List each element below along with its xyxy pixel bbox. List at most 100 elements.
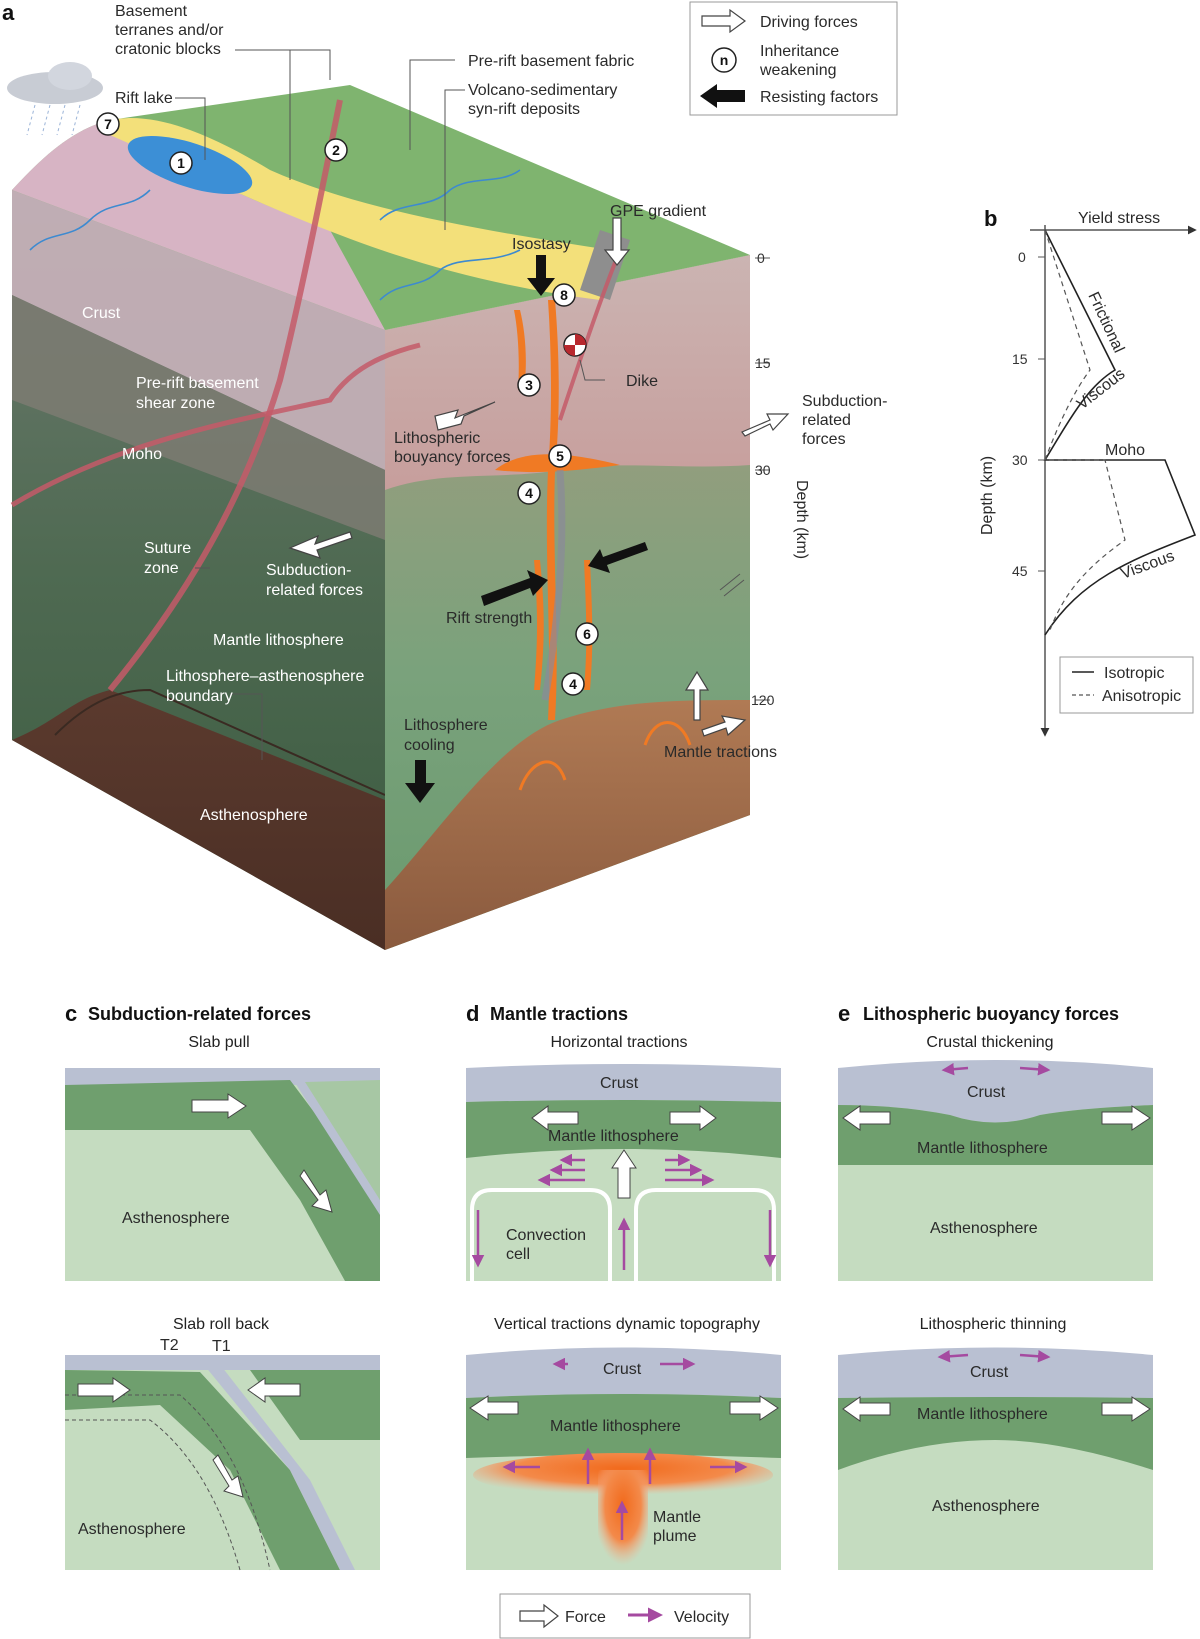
panel-c-title: Subduction-related forces: [88, 1004, 311, 1024]
marker-5: 5: [548, 444, 572, 468]
label-rift-lake: Rift lake: [115, 90, 173, 107]
label-mantle-tractions: Mantle tractions: [664, 744, 777, 761]
panel-b-tick-15: 15: [1012, 351, 1028, 367]
lt-asthenosphere: Asthenosphere: [932, 1498, 1040, 1515]
dike-red-line: [558, 249, 622, 421]
label-subduction-right-2: related: [802, 412, 851, 429]
legend-black-arrow-icon: [700, 84, 745, 108]
magma-dikes: [495, 300, 620, 720]
panel-e-top-subtitle: Crustal thickening: [926, 1034, 1053, 1051]
ht-convection-2: cell: [506, 1246, 530, 1263]
isotropic-curve: [1043, 229, 1197, 636]
panel-c: c Subduction-related forces Slab pull As…: [65, 1001, 380, 1571]
force-arrow-icon: [519, 1603, 559, 1629]
label-lab-1: Lithosphere–asthenosphere: [166, 668, 364, 685]
arrow-mantle-right: [701, 715, 747, 737]
slab-pull-asthenosphere: Asthenosphere: [122, 1210, 230, 1227]
arrow-rift-left: [481, 570, 548, 606]
block-top-left-pink: [12, 120, 385, 330]
rivers: [29, 169, 521, 301]
block-left-lab: [54, 688, 386, 796]
vt-plume-1: Mantle: [653, 1509, 701, 1526]
legend-resisting: Resisting factors: [760, 89, 878, 106]
depth-axis: 0 15 30 120 Depth (km): [719, 250, 810, 708]
ht-convection-1: Convection: [506, 1227, 586, 1244]
panel-b-x-label: Yield stress: [1078, 210, 1160, 227]
legend-velocity: Velocity: [674, 1609, 729, 1626]
depth-axis-label: Depth (km): [793, 480, 810, 559]
marker-8: 8: [552, 283, 576, 307]
panel-d-title: Mantle tractions: [490, 1004, 628, 1024]
panel-a-labels: Basement terranes and/or cratonic blocks…: [82, 3, 887, 824]
label-suture-2: zone: [144, 560, 179, 577]
label-suture-1: Suture: [144, 540, 191, 557]
label-shear-zone-2: shear zone: [136, 395, 215, 412]
block-right-asthenosphere: [385, 700, 750, 950]
label-litho-buoy-2: bouyancy forces: [394, 449, 511, 466]
marker-2: 2: [324, 138, 348, 162]
panel-b-tick-0: 0: [1018, 249, 1026, 265]
panel-d: d Mantle tractions Horizontal tractions …: [466, 1001, 781, 1570]
marker-4a: 4: [517, 481, 541, 505]
arrow-subduction-right: [741, 413, 790, 437]
label-lab-2: boundary: [166, 688, 233, 705]
svg-text:4: 4: [569, 676, 577, 692]
marker-4b: 4: [561, 672, 585, 696]
vertical-tractions-box: Crust Mantle lithosphere Mantle plume: [466, 1347, 781, 1570]
panel-a: a: [2, 0, 898, 950]
crustal-thickening-box: Crust Mantle lithosphere Asthenosphere: [838, 1060, 1153, 1281]
panel-d-bottom-subtitle: Vertical tractions dynamic topography: [494, 1316, 760, 1333]
marker-3: 3: [517, 373, 541, 397]
suture-zone-line: [107, 99, 343, 692]
label-shear-zone-1: Pre-rift basement: [136, 375, 259, 392]
label-basement-2: terranes and/or: [115, 22, 224, 39]
panel-c-bottom-subtitle: Slab roll back: [173, 1316, 270, 1333]
resisting-force-arrows: [405, 255, 648, 803]
driving-force-arrows: [288, 217, 790, 737]
legend-inherit-2: weakening: [759, 62, 837, 79]
shear-zone-line: [10, 342, 421, 508]
upwelling-arcs: [518, 721, 692, 791]
marker-6: 6: [575, 622, 599, 646]
arrow-litho-cooling: [405, 760, 435, 803]
lithospheric-thinning-box: Crust Mantle lithosphere Asthenosphere: [838, 1347, 1153, 1570]
label-gpe: GPE gradient: [610, 203, 707, 220]
label-rift-strength: Rift strength: [446, 610, 532, 627]
horizontal-tractions-box: Crust Mantle lithosphere Convection cell: [466, 1064, 781, 1281]
label-crust: Crust: [82, 305, 121, 322]
label-subduction-right-3: forces: [802, 431, 846, 448]
label-basement-3: cratonic blocks: [115, 41, 221, 58]
numbered-markers: 1 2 3 4 4 5 6 7 8: [96, 112, 599, 696]
panel-b-tick-45: 45: [1012, 563, 1028, 579]
svg-text:5: 5: [556, 448, 564, 464]
svg-text:2: 2: [332, 142, 340, 158]
legend-isotropic: Isotropic: [1104, 665, 1164, 682]
label-volcano-2: syn-rift deposits: [468, 101, 580, 118]
panel-a-letter: a: [2, 0, 15, 25]
label-viscous-lower: Viscous: [1119, 548, 1177, 583]
svg-text:4: 4: [525, 485, 533, 501]
bottom-legend: Force Velocity: [499, 1593, 751, 1639]
depth-tick-0: 0: [757, 250, 765, 266]
label-isostasy: Isostasy: [512, 236, 571, 253]
label-basement-1: Basement: [115, 3, 188, 20]
marker-7: 7: [96, 112, 120, 136]
arrow-gpe: [603, 217, 631, 266]
panel-b-tick-30: 30: [1012, 452, 1028, 468]
ct-mantle: Mantle lithosphere: [917, 1140, 1048, 1157]
block-left-asthenosphere: [12, 690, 385, 950]
label-moho: Moho: [122, 446, 162, 463]
label-volcano-1: Volcano-sedimentary: [468, 82, 617, 99]
panel-b-legend: Isotropic Anisotropic: [1059, 656, 1194, 714]
slab-rollback-asthenosphere: Asthenosphere: [78, 1521, 186, 1538]
label-moho-b: Moho: [1105, 442, 1145, 459]
leader-lines: [175, 49, 605, 760]
panel-d-letter: d: [466, 1001, 479, 1026]
arrow-isostasy: [527, 255, 555, 296]
lt-crust: Crust: [970, 1364, 1009, 1381]
lt-mantle: Mantle lithosphere: [917, 1406, 1048, 1423]
legend-anisotropic: Anisotropic: [1102, 688, 1181, 705]
depth-tick-15: 15: [755, 355, 771, 371]
panel-b: b Yield stress Depth (km) 0 15 30 45 Fri…: [979, 206, 1197, 737]
